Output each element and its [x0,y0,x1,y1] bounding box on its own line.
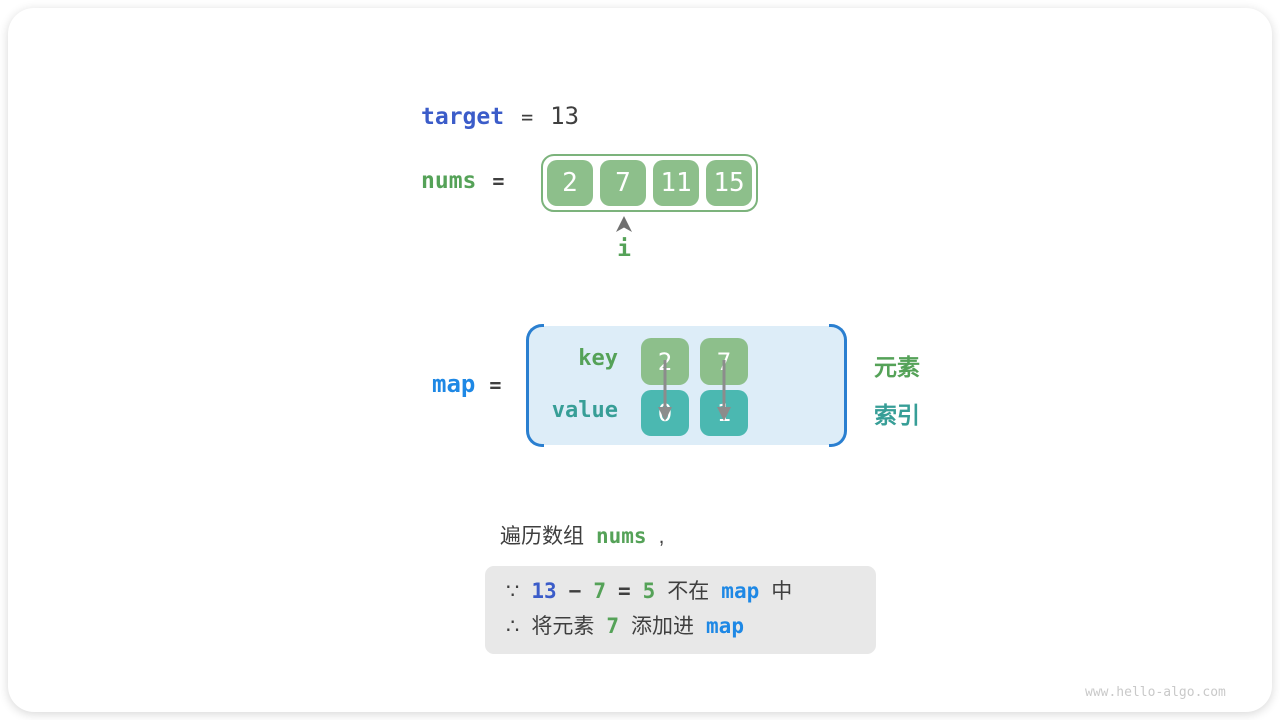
caption-line: 遍历数组 nums , [500,520,664,550]
equals-operator: = [617,579,631,603]
map-code-token: map [706,614,744,638]
reason-line-therefore: ∴ 将元素 7 添加进 map [506,610,876,645]
in-text: 中 [771,580,793,603]
because-symbol: ∵ [506,580,520,603]
key-value-arrows [658,360,731,421]
target-equals-sign: = [521,105,534,129]
array-cell: 11 [653,160,699,206]
target-value: 13 [550,102,580,130]
map-label: map [432,370,476,398]
reason-line-because: ∵ 13 − 7 = 5 不在 map 中 [506,575,876,610]
caption-code-nums: nums [596,524,647,548]
map-expression: map = [432,370,501,398]
array-cell: 15 [706,160,752,206]
map-value-label: value [551,398,618,423]
watermark: www.hello-algo.com [1085,685,1226,700]
add-element-text: 将元素 [531,615,595,638]
not-in-text: 不在 [667,580,710,603]
nums-label: nums [421,168,477,194]
array-cell: 2 [547,160,593,206]
diagram-card: target = 13 nums = 2 7 11 15 i map = key… [8,8,1272,712]
map-code-token: map [721,579,760,603]
index-label: 索引 [874,402,920,428]
index-pointer-arrow-icon [616,216,632,232]
key-value-arrow-icon [717,360,731,421]
target-number: 13 [531,579,557,603]
caption-comma: , [658,525,665,548]
map-equals-sign: = [489,373,502,397]
difference-number: 5 [642,579,656,603]
element-label: 元素 [874,354,920,380]
therefore-symbol: ∴ [506,615,520,638]
added-number: 7 [606,614,620,638]
target-expression: target = 13 [421,102,579,130]
nums-array: 2 7 11 15 [541,154,758,212]
nums-expression: nums = [421,168,504,194]
add-into-text: 添加进 [631,615,695,638]
caption-text: 遍历数组 [500,525,584,548]
key-value-arrow-icon [658,360,672,421]
current-number: 7 [593,579,606,603]
target-label: target [421,104,505,130]
minus-operator: − [568,579,582,603]
map-key-label: key [578,346,618,371]
nums-equals-sign: = [492,169,505,193]
reason-box: ∵ 13 − 7 = 5 不在 map 中 ∴ 将元素 7 添加进 map [485,566,876,654]
map-left-bracket [526,324,544,447]
array-cell: 7 [600,160,646,206]
index-pointer-label: i [617,236,631,262]
